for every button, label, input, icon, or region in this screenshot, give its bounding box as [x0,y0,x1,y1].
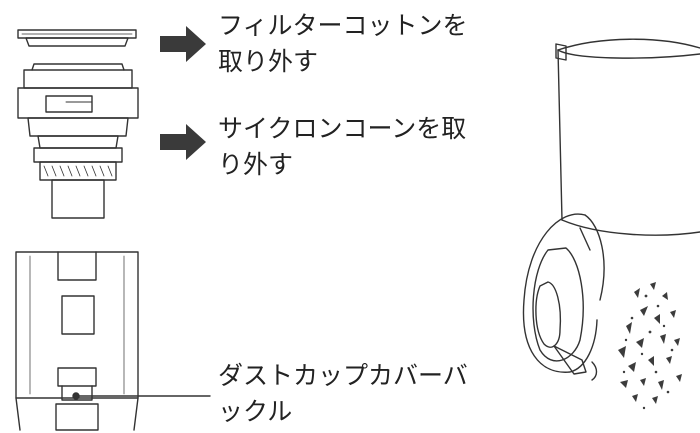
step-dust-cup-cover-buckle: ダストカップカバーバ ックル [218,358,468,430]
step-remove-cyclone-cone: サイクロンコーンを取 り外す [218,111,466,183]
dust-cup-emptying [522,38,700,381]
dust-particles [618,282,682,410]
step-label-line: ックル [218,397,293,426]
right-arrow-icon [160,124,206,160]
step-label-line: ダストカップカバーバ [218,361,468,390]
dust-cup [15,251,139,431]
step-remove-filter-cotton: フィルターコットンを 取り外す [218,8,468,80]
cyclone-cone [17,63,139,219]
step-label-line: サイクロンコーンを取 [218,114,467,143]
step-label-line: フィルターコットンを [218,11,468,40]
step-label-line: り外す [218,150,294,179]
step-label-line: 取り外す [218,47,319,76]
right-arrow-icon [160,26,206,62]
filter-cotton [17,29,137,47]
